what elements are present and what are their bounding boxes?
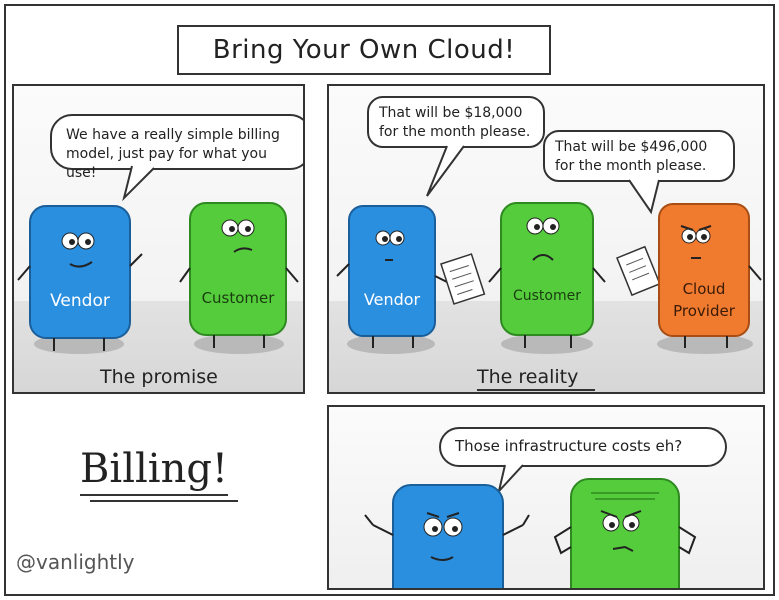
comic-title: Bring Your Own Cloud! [177, 25, 551, 75]
vendor-character [348, 205, 436, 337]
customer-character [570, 478, 680, 588]
customer-label: Customer [512, 288, 581, 304]
speech-bubble-vendor: We have a really simple billing model, j… [50, 114, 303, 181]
author-credit: @vanlightly [16, 550, 135, 574]
customer-label: Customer [201, 289, 275, 307]
speech-line: That will be $496,000 [555, 139, 708, 155]
vendor-label: Vendor [363, 290, 421, 309]
panel-reality: That will be $18,000 for the month pleas… [327, 84, 765, 394]
title-text: Bring Your Own Cloud! [212, 35, 516, 65]
speech-line: That will be $18,000 [379, 105, 523, 121]
customer-character [189, 202, 287, 336]
panel-aftermath-art [364, 464, 697, 588]
cloud-provider-character [658, 203, 750, 337]
panel-aftermath: Those infrastructure costs eh? [327, 405, 765, 590]
vendor-character [29, 205, 131, 339]
bill-paper-icon [616, 245, 661, 297]
speech-line: model, just pay for what you use! [66, 146, 267, 181]
speech-line: for the month please. [555, 158, 707, 174]
cloud-provider-label: Cloud Provider [673, 280, 735, 320]
speech-line: for the month please. [379, 124, 531, 140]
vendor-character [392, 484, 504, 588]
panel-promise: We have a really simple billing model, j… [12, 84, 305, 394]
speech-line: We have a really simple billing [66, 127, 280, 143]
bill-paper-icon [440, 253, 486, 305]
vendor-label: Vendor [50, 291, 110, 311]
billing-heading: Billing! [80, 446, 239, 502]
caption-reality: The reality [477, 366, 595, 391]
panel-promise-art [17, 165, 299, 354]
caption-promise: The promise [100, 366, 218, 388]
speech-bubble-cloud-bill: That will be $496,000 for the month plea… [543, 130, 735, 182]
panel-reality-art [336, 145, 762, 354]
comic-frame [4, 4, 775, 596]
speech-bubble-vendor-bill: That will be $18,000 for the month pleas… [367, 96, 545, 148]
speech-bubble-customer: Those infrastructure costs eh? [439, 427, 727, 467]
